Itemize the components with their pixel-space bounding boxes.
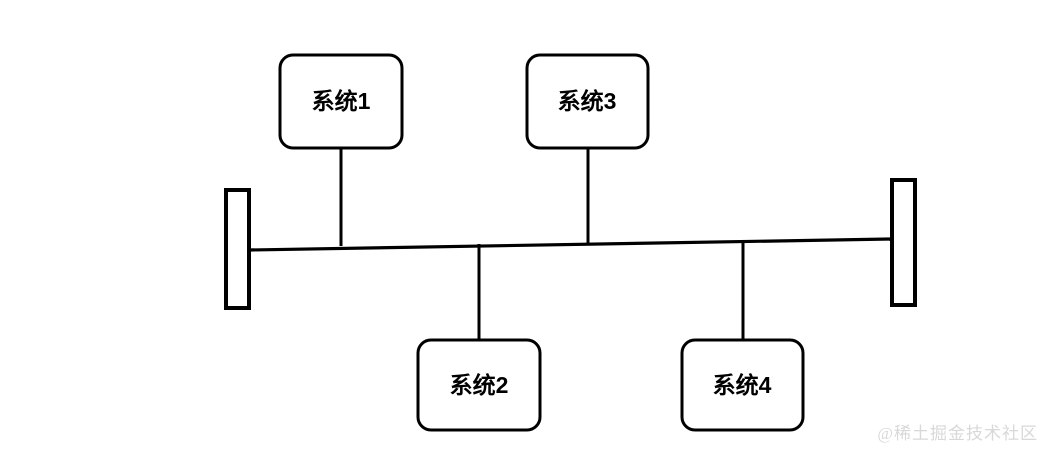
bus-backbone-line <box>248 237 893 252</box>
node-label-system4: 系统4 <box>713 372 772 398</box>
node-box-system2[interactable] <box>416 338 542 432</box>
node-box-system3[interactable] <box>525 53 650 150</box>
node-label-system2: 系统2 <box>450 372 509 398</box>
node-box-system4[interactable] <box>680 338 805 432</box>
watermark-text: @稀土掘金技术社区 <box>877 424 1038 443</box>
node-box-system1[interactable] <box>278 53 404 150</box>
terminator-right <box>890 178 917 307</box>
node-label-system1: 系统1 <box>312 88 371 114</box>
terminator-left <box>224 188 251 310</box>
node-label-system3: 系统3 <box>558 88 617 114</box>
